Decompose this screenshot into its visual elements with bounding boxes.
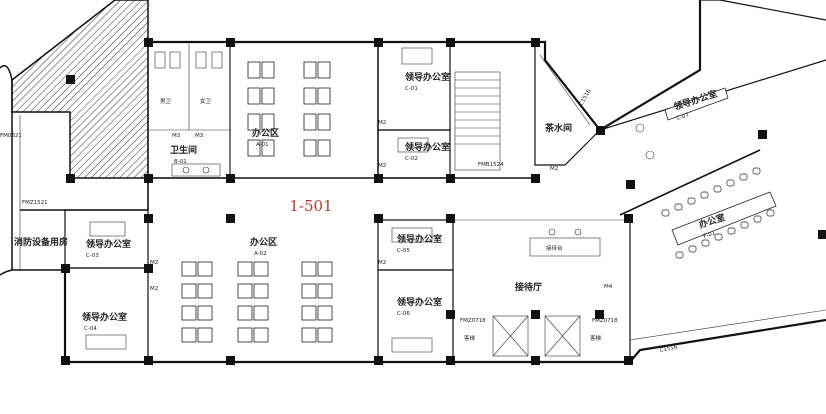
- room-code-c02: C-02: [405, 156, 418, 162]
- room-code-office-a01: A-01: [256, 142, 269, 148]
- room-label-office-a01: 办公区: [252, 127, 279, 139]
- tag-m2-a: M2: [378, 120, 386, 126]
- meeting-wall: [619, 149, 761, 216]
- meeting-table: [671, 191, 777, 246]
- tea-room-counter: [539, 54, 591, 126]
- leader-office-c03: [64, 209, 149, 269]
- room-code-c01: C-01: [405, 86, 418, 92]
- chair-icon: [548, 228, 556, 236]
- sink-counter: [171, 163, 221, 177]
- room-label-tea-room: 茶水间: [544, 122, 572, 134]
- toilet-stall: [169, 51, 181, 69]
- toilet-stall: [195, 51, 207, 69]
- label-elevator-right: 客梯: [590, 334, 602, 342]
- tag-fm0821: FM0821: [0, 133, 22, 139]
- room-label-female-toilet: 女卫: [200, 97, 212, 105]
- toilet-stall: [211, 51, 223, 69]
- tag-m2-d: M2: [150, 286, 158, 292]
- unit-number: 1-501: [289, 197, 332, 215]
- room-code-c06: C-06: [397, 311, 410, 317]
- desks-a01: [247, 61, 331, 157]
- tag-m2-f: M2: [550, 166, 558, 172]
- tea-room-wall: [534, 42, 601, 166]
- chair-icon: [645, 150, 655, 160]
- tag-fmz0718-right: FMZ0718: [592, 318, 618, 324]
- chair-icon: [574, 228, 582, 236]
- leader-office-c05: [377, 219, 454, 271]
- room-label-c03: 领导办公室: [86, 238, 131, 250]
- desk-c01: [401, 47, 433, 65]
- room-label-c04: 领导办公室: [82, 311, 127, 323]
- structural-columns: [61, 38, 826, 365]
- room-code-c04: C-04: [84, 326, 97, 332]
- left-curved-wall: [0, 65, 13, 276]
- leader-office-c02: [377, 129, 451, 179]
- tag-m4: M4: [604, 284, 613, 290]
- sink-icon: [182, 166, 190, 174]
- tag-m2-b: M2: [378, 163, 386, 169]
- tag-m2-c: M2: [150, 260, 158, 266]
- outer-wall-south: [63, 268, 826, 364]
- room-label-c06: 领导办公室: [397, 296, 442, 308]
- desks-a02: [181, 261, 333, 343]
- label-elevator-left: 客梯: [464, 334, 476, 342]
- desk-c07: [664, 87, 729, 121]
- tag-m3-a: M3: [172, 133, 181, 139]
- meeting-chairs: [661, 167, 775, 259]
- desk-c02: [397, 137, 429, 153]
- tag-m2-e: M2: [378, 260, 386, 266]
- elevator-car-right: [544, 315, 581, 357]
- room-label-reception: 接待厅: [515, 281, 542, 293]
- stair-treads: [455, 79, 500, 145]
- room-code-c05: C-05: [397, 248, 410, 254]
- label-reception-desk: 接待台: [546, 244, 563, 252]
- leader-office-c04: [64, 267, 149, 363]
- room-label-c05: 领导办公室: [397, 233, 442, 245]
- elevator-car-left: [492, 315, 529, 357]
- room-label-c02: 领导办公室: [405, 141, 450, 153]
- desk-c04: [85, 334, 127, 350]
- stairwell: [454, 71, 501, 171]
- elevator-cross: [492, 315, 529, 357]
- room-code-c03: C-03: [86, 253, 99, 259]
- hatched-shaft: [11, 0, 149, 179]
- room-label-office-a02: 办公区: [250, 236, 277, 248]
- room-label-toilet-block: 卫生间: [170, 144, 197, 156]
- desk-c05: [391, 227, 433, 243]
- room-code-toilet-block: B-01: [174, 159, 187, 165]
- window-line: [629, 309, 826, 341]
- desk-c06: [391, 337, 433, 353]
- outer-wall-east-2: [700, 0, 826, 21]
- leader-office-c06: [377, 269, 454, 363]
- room-code-office-a02: A-02: [254, 251, 267, 257]
- elevator-cross: [544, 315, 581, 357]
- sink-icon: [202, 166, 210, 174]
- room-label-fire-room: 消防设备用房: [14, 236, 68, 248]
- reception-desk: [529, 237, 601, 257]
- room-label-c01: 领导办公室: [405, 71, 450, 83]
- tag-fmz: FMZ1521: [22, 200, 48, 206]
- room-label-male-toilet: 男卫: [160, 98, 172, 105]
- tag-c1516-bottom: C1516: [659, 344, 678, 354]
- chair-icon: [635, 123, 645, 133]
- desk-c03: [89, 221, 126, 237]
- tag-m3-b: M3: [195, 133, 204, 139]
- room-code-meeting: F-01: [703, 230, 716, 239]
- room-code-c07: C-07: [676, 112, 691, 122]
- outer-wall: [148, 0, 702, 132]
- tag-fmb: FMB1524: [478, 162, 504, 168]
- tag-c1516-top: C1516: [579, 88, 593, 107]
- toilet-stall: [154, 51, 166, 69]
- tag-fmz0718-left: FMZ0718: [460, 318, 486, 324]
